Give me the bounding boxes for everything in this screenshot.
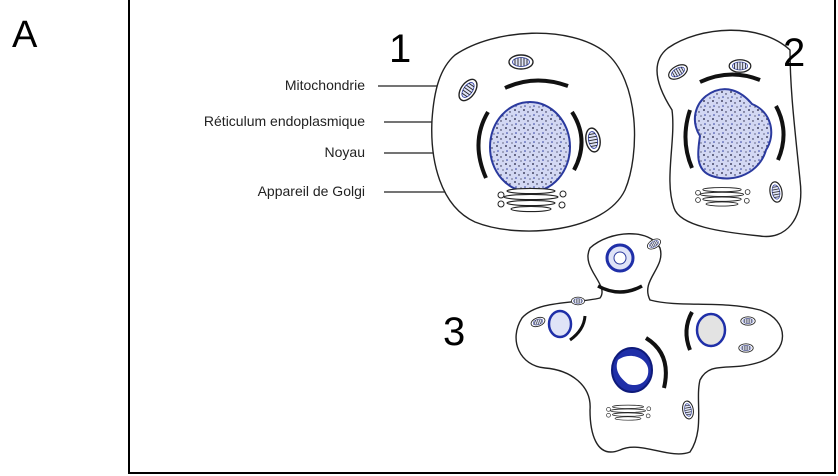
cell-2: 2: [657, 30, 805, 236]
cell-number-2: 2: [783, 31, 805, 75]
mitochondria-icon: [741, 317, 755, 325]
nucleus-3c: [697, 314, 725, 346]
label-golgi: Appareil de Golgi: [258, 183, 365, 199]
label-noyau: Noyau: [325, 144, 365, 160]
cell-number-3: 3: [443, 310, 465, 354]
label-mitochondrie: Mitochondrie: [285, 77, 365, 93]
nucleus-1: [490, 102, 570, 192]
label-reticulum: Réticulum endoplasmique: [204, 113, 365, 129]
cell-3: 3: [443, 234, 783, 454]
mitochondria-icon: [729, 60, 751, 73]
mitochondria-icon: [739, 344, 753, 352]
nucleus-3b: [549, 311, 571, 337]
mitochondria-icon: [571, 297, 584, 305]
mitochondria-icon: [509, 55, 533, 69]
cell-number-1: 1: [389, 27, 411, 71]
cell-1: 1: [389, 27, 635, 231]
